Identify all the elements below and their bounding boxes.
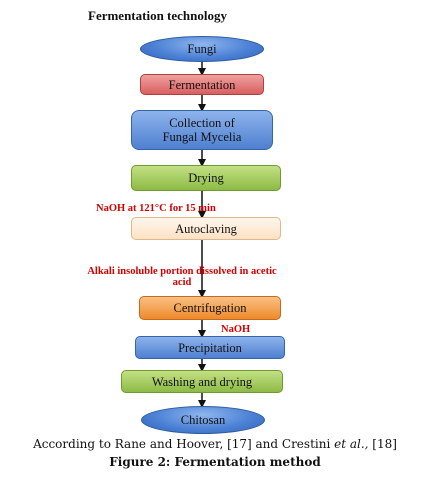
source-etal: et al., (334, 437, 369, 451)
node-autoclaving: Autoclaving (131, 217, 281, 240)
node-fungi: Fungi (140, 36, 264, 62)
note-alkali-line-1: Alkali insoluble portion dissolved in ac… (87, 266, 277, 277)
note-alkali-line-2: acid (172, 277, 192, 288)
node-drying: Drying (131, 165, 281, 191)
source-text: According to Rane and Hoover, [17] and C… (33, 437, 335, 451)
diagram-title: Fermentation technology (88, 8, 228, 23)
node-precipitation: Precipitation (135, 336, 285, 359)
note-alkali-insoluble: Alkali insoluble portion dissolved in ac… (32, 266, 332, 288)
node-collection-fungal-mycelia: Collection of Fungal Mycelia (131, 110, 273, 150)
node-centrifugation: Centrifugation (139, 296, 281, 320)
collection-line-2: Fungal Mycelia (162, 130, 242, 144)
figure-caption: Figure 2: Fermentation method (109, 455, 321, 469)
node-washing-and-drying: Washing and drying (121, 370, 283, 393)
source-caption: According to Rane and Hoover, [17] and C… (0, 437, 430, 451)
node-chitosan: Chitosan (141, 406, 265, 434)
collection-line-1: Collection of (169, 116, 235, 130)
note-naoh-autoclave: NaOH at 121°C for 15 min (96, 203, 216, 214)
node-fermentation: Fermentation (140, 74, 264, 95)
note-naoh: NaOH (221, 324, 251, 335)
source-ref: [18] (368, 437, 397, 451)
